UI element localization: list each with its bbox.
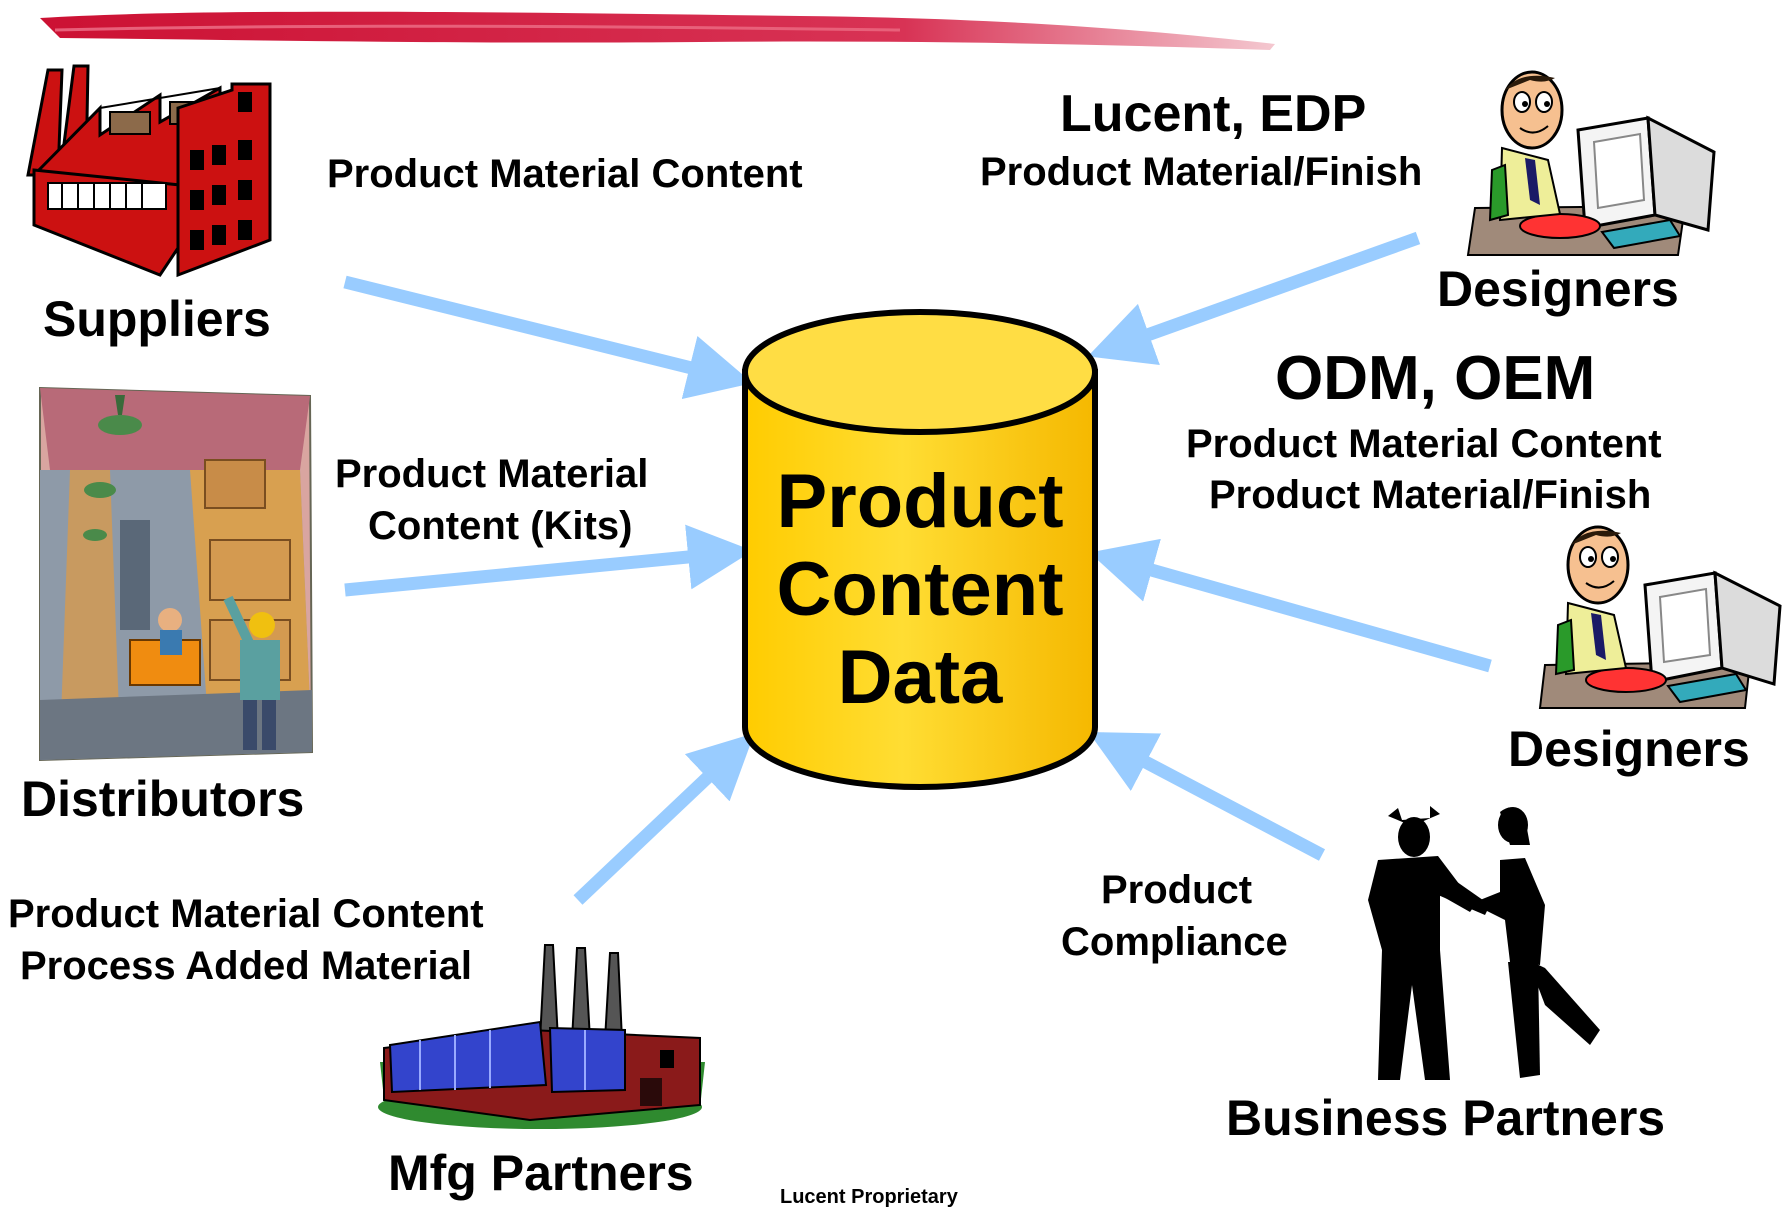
arrow-designers-top: [1087, 231, 1421, 366]
mfg-partners-flow-label-line1: Product Material Content: [8, 892, 484, 936]
database-label-line1: Product: [776, 459, 1064, 544]
designers-mid-flow-label-line2: Product Material/Finish: [1209, 473, 1652, 517]
header-banner: [40, 11, 1275, 50]
arrow-business-partners: [1088, 731, 1326, 861]
arrow-distributors: [344, 524, 753, 597]
database-label-line3: Data: [837, 635, 1003, 720]
designers-top-title: Designers: [1437, 261, 1679, 317]
distributors-title: Distributors: [21, 771, 305, 827]
warehouse-icon: [39, 386, 314, 762]
distributors-flow-label-line1: Product Material: [335, 452, 649, 496]
designer-at-computer-icon: [1466, 70, 1716, 256]
mfg-partners-title: Mfg Partners: [388, 1145, 694, 1201]
arrow-mfg-partners: [573, 733, 755, 905]
designers-mid-heading: ODM, OEM: [1275, 344, 1596, 413]
designers-top-heading: Lucent, EDP: [1060, 85, 1367, 143]
plant-icon: [378, 944, 705, 1129]
business-partners-flow-label-line2: Compliance: [1061, 920, 1288, 964]
flow-arrows: [343, 231, 1492, 905]
distributors-flow-label-line2: Content (Kits): [368, 504, 633, 548]
designers-top-flow-label: Product Material/Finish: [980, 150, 1423, 194]
database-label-line2: Content: [776, 547, 1064, 632]
mfg-partners-flow-label-line2: Process Added Material: [20, 944, 473, 988]
footer-proprietary: Lucent Proprietary: [780, 1186, 958, 1208]
database-cylinder-icon: [742, 309, 1098, 790]
handshake-people-icon: [1368, 806, 1600, 1080]
factory-icon: [26, 64, 272, 278]
suppliers-title: Suppliers: [43, 291, 271, 347]
arrow-suppliers: [343, 275, 753, 400]
designer-at-computer-icon: [1538, 525, 1782, 709]
designers-mid-title: Designers: [1508, 721, 1750, 777]
business-partners-title: Business Partners: [1226, 1090, 1666, 1146]
arrow-designers-mid: [1089, 538, 1492, 673]
suppliers-flow-label: Product Material Content: [327, 152, 803, 196]
designers-mid-flow-label-line1: Product Material Content: [1186, 422, 1662, 466]
business-partners-flow-label-line1: Product: [1101, 868, 1253, 912]
